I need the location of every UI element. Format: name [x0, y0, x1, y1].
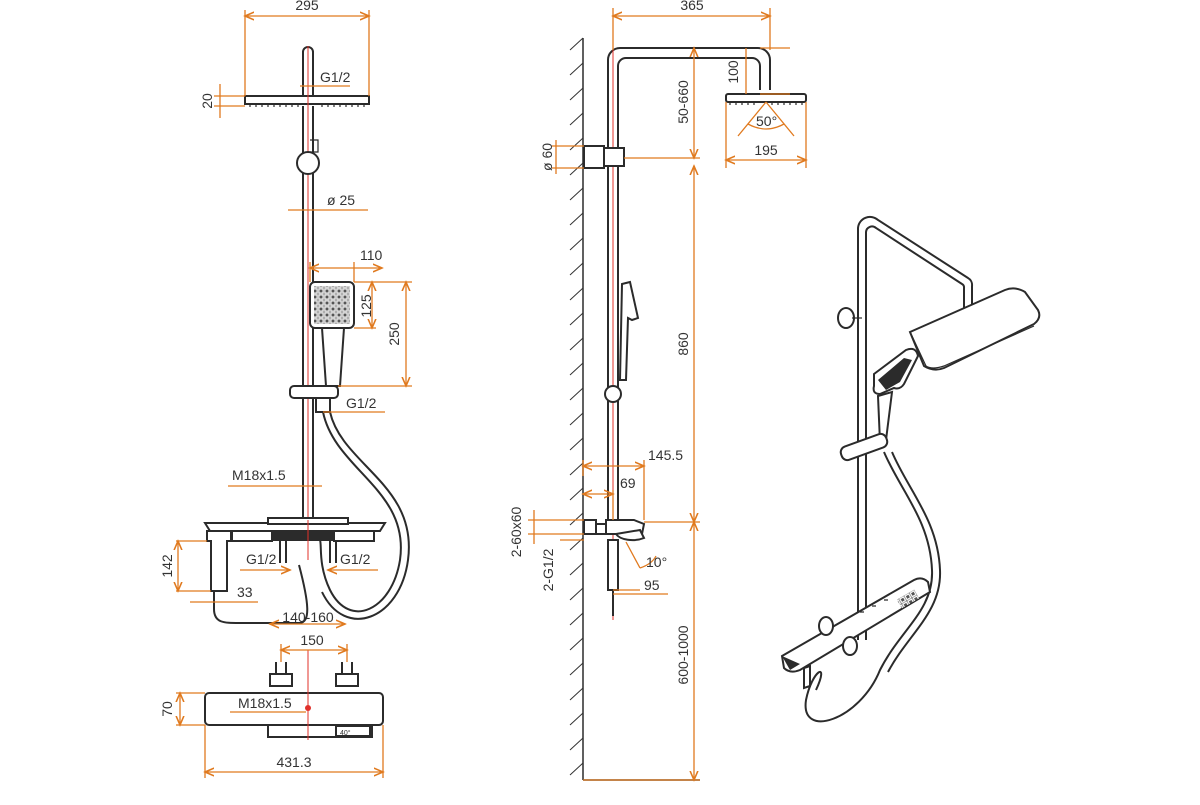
iso-mixer-shelf [780, 577, 932, 673]
dim-inlet-spacing: 150 [300, 632, 324, 648]
mixer-bottom-view [204, 692, 384, 726]
mixer-body [272, 531, 334, 541]
dim-arm-reach: 365 [680, 0, 704, 13]
dim-spout-offset: 33 [237, 584, 253, 600]
dim-spout-length: 95 [644, 577, 660, 593]
side-view [569, 37, 807, 781]
label-spout-angle: 10° [646, 554, 667, 570]
front-view-dimensions: 295 20 G1/2 ø 25 110 125 250 G1/2 M18x1.… [159, 0, 412, 625]
dim-overhead-thickness: 20 [199, 93, 215, 109]
dim-wall-offset: 69 [620, 475, 636, 491]
dim-mixer-projection: 145.5 [648, 447, 683, 463]
dim-hand-head-height: 125 [358, 294, 374, 318]
dim-arm-drop: 100 [725, 60, 741, 84]
dim-overhead-width: 295 [295, 0, 319, 13]
overhead-shower-side [725, 93, 807, 103]
hand-shower-side [618, 280, 640, 381]
isometric-view [780, 215, 1041, 723]
label-inlet-thread: 2-G1/2 [540, 548, 556, 591]
wall-hatching [569, 37, 584, 776]
side-view-dimensions: 365 100 50-660 ø 60 50° 195 860 145.5 69… [508, 0, 806, 780]
iso-valve-left [818, 616, 834, 636]
label-inlet-left: G1/2 [246, 551, 277, 567]
iso-overhead-shower [908, 287, 1041, 371]
iso-riser-arm [857, 215, 974, 640]
shower-hose [319, 411, 402, 613]
spout-column [206, 530, 232, 592]
label-inlet-box: 2-60x60 [508, 506, 524, 557]
hand-shower-handle [320, 327, 346, 387]
label-hose-outlet: G1/2 [346, 395, 377, 411]
iso-valve-right [842, 636, 858, 656]
holder-knob-side [604, 385, 622, 403]
overhead-shower-front [244, 95, 370, 105]
iso-control-buttons [896, 589, 920, 609]
dim-mixer-height: 142 [159, 554, 175, 578]
dim-head-depth: 195 [754, 142, 778, 158]
front-view [203, 46, 410, 624]
dim-depth: 70 [159, 701, 175, 717]
hand-shower-nozzles [314, 286, 350, 324]
label-top-inlet: G1/2 [320, 69, 351, 85]
label-inlet-right: G1/2 [340, 551, 371, 567]
dim-width: 431.3 [276, 754, 311, 770]
label-riser-thread: M18x1.5 [232, 467, 286, 483]
temperature-display [335, 725, 371, 737]
dim-inlet-spacing-range: 140-160 [282, 609, 334, 625]
iso-spout [803, 664, 811, 690]
iso-holder [839, 432, 889, 462]
spout-side [614, 528, 646, 542]
wall-bracket [296, 151, 320, 175]
dim-hand-head-width: 110 [360, 247, 383, 263]
wall-flange [583, 145, 605, 169]
dim-flange-diameter: ø 60 [539, 143, 555, 171]
spout-column-side [607, 539, 619, 591]
dim-riser-adjust: 50-660 [675, 80, 691, 124]
display-temp: 40° [340, 729, 351, 737]
label-riser-diameter: ø 25 [327, 192, 355, 208]
label-bottom-thread: M18x1.5 [238, 695, 292, 711]
bottom-view-dimensions: 150 70 M18x1.5 431.3 [159, 632, 383, 778]
bottom-view: 40° [204, 650, 384, 740]
inlet-nut-left [269, 673, 293, 687]
side-riser-arm [607, 47, 771, 520]
hand-shower-holder [289, 385, 339, 399]
hose-connector [315, 397, 331, 413]
iso-wall-bracket [837, 307, 855, 329]
dim-mount-height: 600-1000 [675, 625, 691, 684]
label-spray-angle: 50° [756, 113, 777, 129]
inlet-box [583, 519, 597, 535]
inlet-nut-right [335, 673, 359, 687]
dim-riser-height: 860 [675, 332, 691, 356]
dim-hand-shower-length: 250 [386, 322, 402, 346]
